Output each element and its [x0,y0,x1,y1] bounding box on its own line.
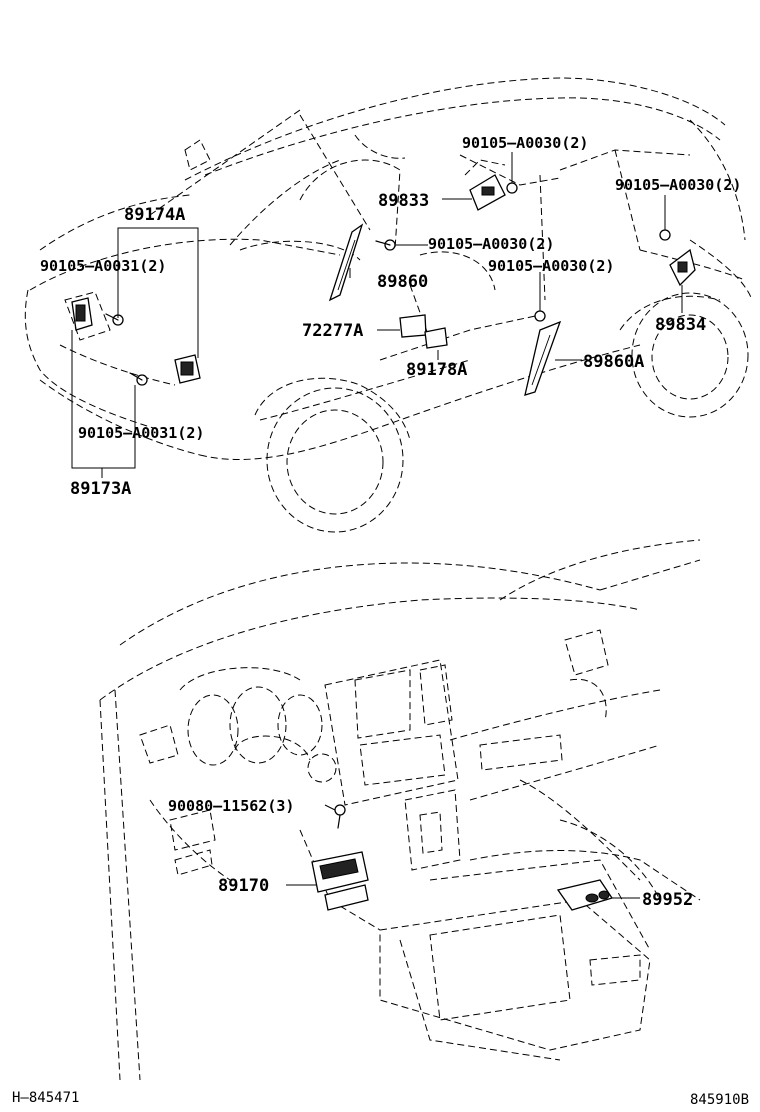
label-90105-A0031-upper: 90105–A0031(2) [40,257,166,275]
interior-outline [99,539,701,1081]
bolt-90105-A0030-a [506,182,518,194]
label-89178A: 89178A [406,360,467,380]
part-89833-side-airbag-sensor [469,174,506,211]
label-72277A: 72277A [302,321,363,341]
leader-lines-bottom [286,804,640,899]
label-90105-A0030-farright: 90105–A0030(2) [615,176,741,194]
label-89860A: 89860A [583,352,644,372]
bolt-90080-11562 [334,804,346,829]
label-89834: 89834 [655,315,706,335]
part-labels: 89174A 90105–A0031(2) 90105–A0031(2) 891… [40,134,741,910]
label-89170: 89170 [218,876,269,896]
label-90105-A0030-middle: 90105–A0030(2) [428,235,554,253]
bolt-90105-A0031-lower [129,372,148,386]
label-89952: 89952 [642,890,693,910]
label-90105-A0031-lower: 90105–A0031(2) [78,424,204,442]
bolt-90105-A0030-c [534,310,546,322]
label-90105-A0030-right: 90105–A0030(2) [488,257,614,275]
footer-left-code: H–845471 [12,1090,79,1106]
part-89178A-sensor [424,327,448,349]
part-89834-side-sensor [669,248,696,287]
label-89833: 89833 [378,191,429,211]
part-89860A-curtain-sensor [524,320,562,396]
part-89173A-front-sensor [71,297,93,331]
label-89174A: 89174A [124,205,185,225]
label-90105-A0030-top: 90105–A0030(2) [462,134,588,152]
part-89952-occupant-sensor [556,879,614,911]
part-89174A-front-sensor [174,354,201,384]
label-90080-11562: 90080–11562(3) [168,797,294,815]
part-89170-airbag-ecu [311,851,369,911]
label-89860: 89860 [377,272,428,292]
bolt-90105-A0030-b [375,239,396,251]
part-72277A-bracket [399,314,427,338]
leader-lines-top [71,152,683,478]
bolt-90105-A0030-d [659,229,671,241]
label-89173A: 89173A [70,479,131,499]
footer-right-code: 845910B [690,1092,749,1108]
vehicle-body-outline [24,77,753,533]
footer-codes: H–845471 845910B [12,1090,749,1108]
bolt-90105-A0031-upper [105,313,124,326]
part-89860-curtain-sensor [328,223,364,302]
